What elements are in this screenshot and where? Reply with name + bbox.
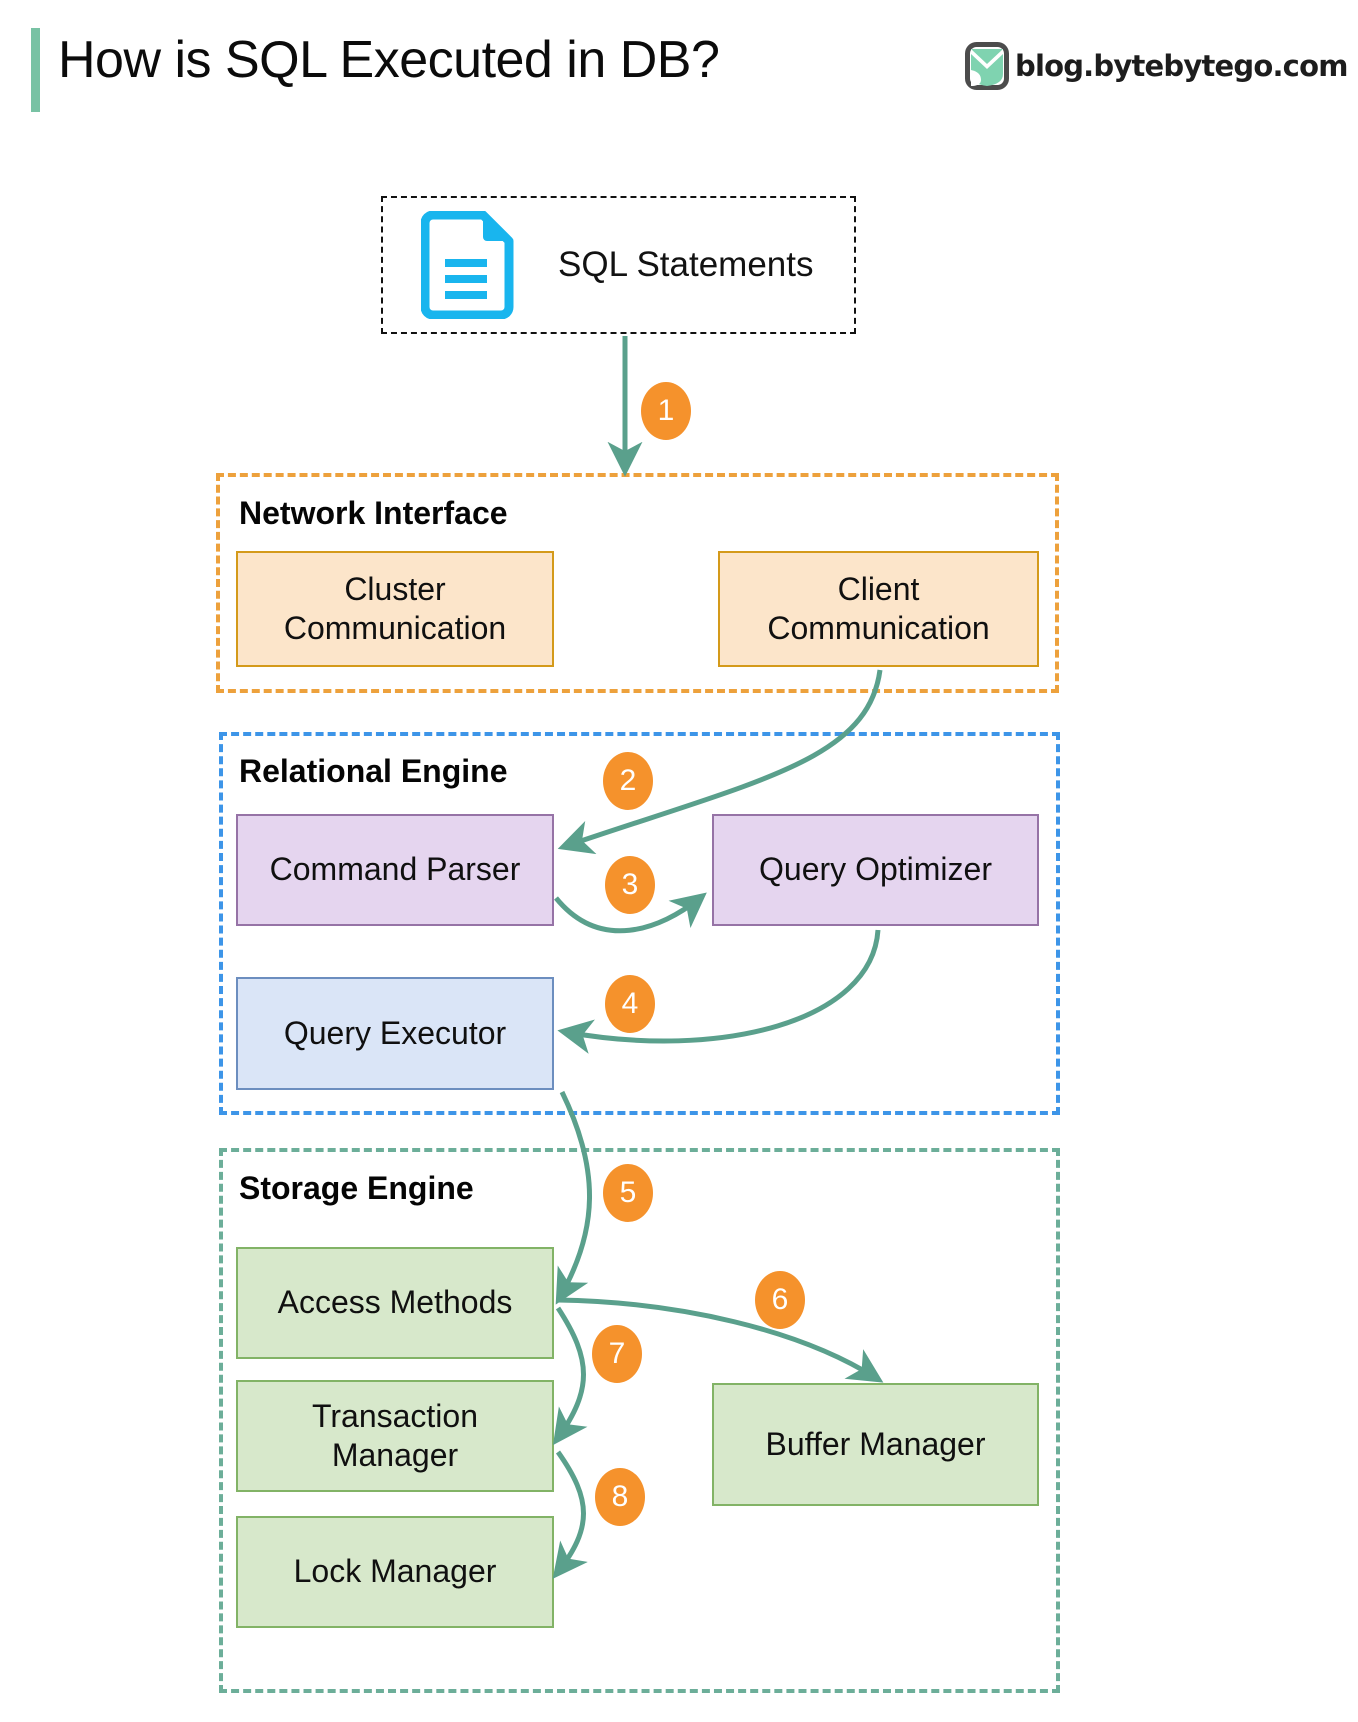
node-query-executor: Query Executor: [236, 977, 554, 1090]
node-buffer-manager: Buffer Manager: [712, 1383, 1039, 1506]
node-access-methods: Access Methods: [236, 1247, 554, 1359]
page-header: How is SQL Executed in DB? blog.bytebyte…: [0, 0, 1358, 140]
node-client-communication-line1: Client: [837, 570, 920, 607]
document-icon: [421, 211, 514, 319]
group-title-storage-engine: Storage Engine: [239, 1170, 474, 1206]
node-client-communication-line2: Communication: [767, 610, 990, 646]
node-query-optimizer: Query Optimizer: [712, 814, 1039, 926]
step-badge-7: 7: [592, 1325, 642, 1383]
group-storage-engine: [219, 1148, 1060, 1693]
step-badge-3: 3: [605, 856, 655, 914]
bytebytego-logo-icon: [965, 42, 1009, 90]
title-accent-bar: [31, 28, 40, 112]
step-badge-4: 4: [605, 975, 655, 1033]
step-badge-2: 2: [603, 752, 653, 810]
group-title-network-interface: Network Interface: [239, 495, 508, 531]
node-cluster-communication: Cluster Communication: [236, 551, 554, 667]
brand-label: blog.bytebytego.com: [1015, 49, 1348, 83]
group-title-relational-engine: Relational Engine: [239, 753, 508, 789]
node-client-communication: Client Communication: [718, 551, 1039, 667]
brand-watermark: blog.bytebytego.com: [965, 42, 1348, 90]
node-cluster-communication-line2: Communication: [283, 610, 507, 646]
sql-statements-node: SQL Statements: [381, 196, 856, 334]
step-badge-1: 1: [641, 382, 691, 440]
node-transaction-manager-line1: Transaction: [312, 1397, 478, 1434]
node-command-parser: Command Parser: [236, 814, 554, 926]
node-lock-manager: Lock Manager: [236, 1516, 554, 1628]
step-badge-8: 8: [595, 1468, 645, 1526]
node-cluster-communication-line1: Cluster: [344, 570, 446, 607]
step-badge-6: 6: [755, 1271, 805, 1329]
step-badge-5: 5: [603, 1164, 653, 1222]
node-transaction-manager: Transaction Manager: [236, 1380, 554, 1492]
node-transaction-manager-line2: Manager: [331, 1437, 459, 1473]
sql-statements-label: SQL Statements: [558, 245, 814, 284]
page-title: How is SQL Executed in DB?: [58, 31, 720, 89]
